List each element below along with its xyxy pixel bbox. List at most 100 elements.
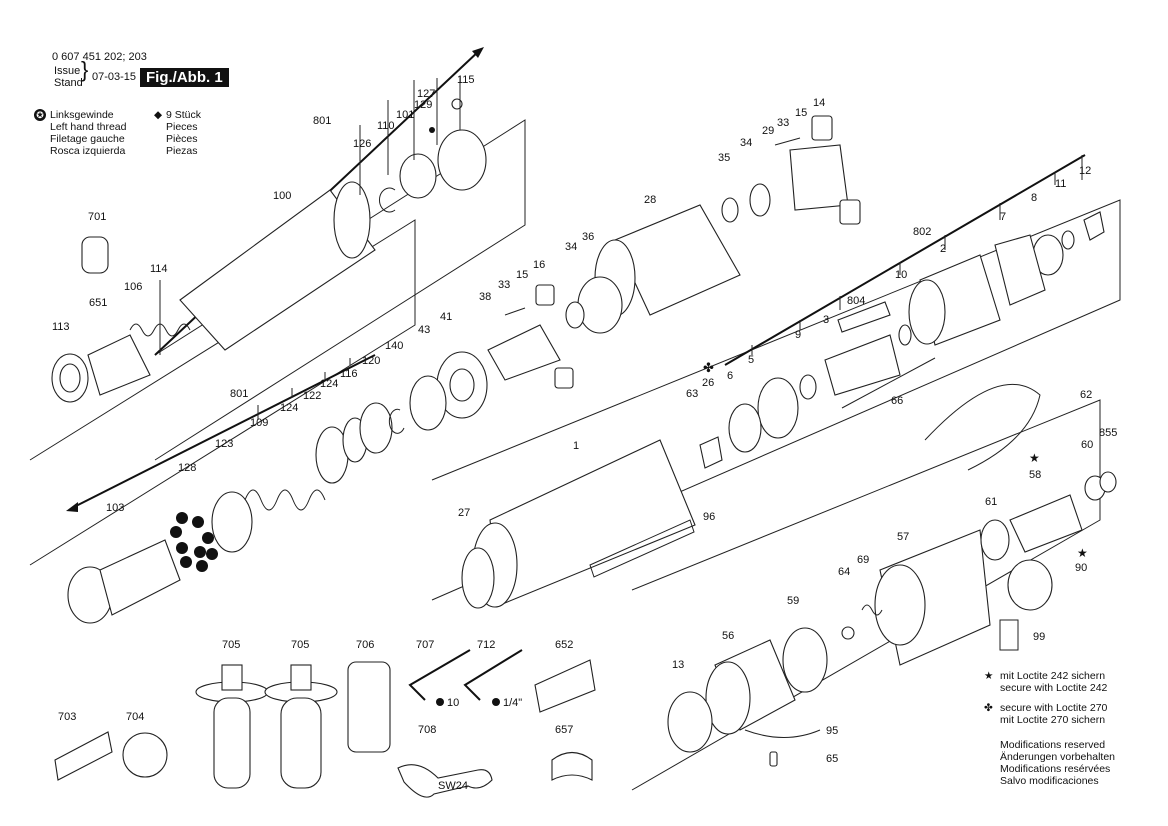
callout-57: 57	[897, 531, 909, 543]
part-651	[87, 334, 151, 396]
callout-96: 96	[703, 511, 715, 523]
figure-label: Fig./Abb. 1	[140, 68, 229, 87]
callout-61: 61	[985, 496, 997, 508]
legend-left-3: Rosca izquierda	[50, 145, 126, 157]
part-704	[122, 732, 168, 778]
part-657	[551, 751, 593, 781]
part-12	[1083, 211, 1105, 241]
part-706	[347, 661, 391, 753]
callout-712: 712	[477, 639, 495, 651]
callout-804: 804	[847, 295, 865, 307]
callout-113: 113	[52, 321, 70, 333]
hex-dot-icon	[492, 698, 500, 706]
callout-56: 56	[722, 630, 734, 642]
part-701	[81, 236, 109, 274]
mod-0: Modifications reserved	[1000, 739, 1106, 751]
legend-left-hand-thread: ✪ Linksgewinde Left hand thread Filetage…	[34, 109, 126, 157]
callout-801b: 801	[230, 388, 248, 400]
callout-90: 90	[1075, 562, 1087, 574]
callout-120: 120	[362, 355, 380, 367]
part-9	[799, 374, 817, 400]
part-126	[378, 187, 396, 213]
callout-15a: 15	[795, 107, 807, 119]
part-96	[589, 519, 695, 578]
callout-657: 657	[555, 724, 573, 736]
part-129	[429, 127, 435, 133]
part-35	[721, 197, 739, 223]
callout-110: 110	[377, 120, 395, 132]
mod-2: Modifications resérvées	[1000, 763, 1111, 775]
motor-assembly	[699, 211, 1105, 471]
callout-9: 9	[795, 329, 801, 341]
legend-pieces: ◆ 9 Stück Pieces Pièces Piezas	[154, 109, 202, 157]
callout-704: 704	[126, 711, 144, 723]
note-242-0: mit Loctite 242 sichern	[1000, 670, 1106, 682]
part-58	[1009, 494, 1083, 553]
part-109	[244, 489, 326, 511]
accessories	[54, 649, 596, 798]
callout-16: 16	[533, 259, 545, 271]
part-38	[487, 324, 561, 381]
callout-703: 703	[58, 711, 76, 723]
callout-129: 129	[414, 99, 432, 111]
stand-label: Stand	[54, 77, 83, 89]
hex-dot-icon	[436, 698, 444, 706]
part-26	[699, 436, 723, 469]
callout-124b: 124	[280, 402, 298, 414]
callout-60: 60	[1081, 439, 1093, 451]
issue-date: 07-03-15	[92, 71, 137, 83]
callout-705b: 705	[291, 639, 309, 651]
legend-right-0: 9 Stück	[166, 109, 202, 121]
note-270-1: mit Loctite 270 sichern	[1000, 714, 1106, 726]
callout-11: 11	[1055, 178, 1066, 190]
callout-28: 28	[644, 194, 656, 206]
callout-127: 127	[417, 88, 435, 100]
callout-64: 64	[838, 566, 850, 578]
part-100	[179, 189, 376, 351]
callout-100: 100	[273, 190, 291, 202]
callout-115: 115	[457, 74, 475, 86]
part-90	[1007, 559, 1053, 611]
spindle-assembly	[67, 402, 405, 624]
legend-left-1: Left hand thread	[50, 121, 127, 133]
mod-1: Änderungen vorbehalten	[1000, 751, 1116, 763]
part-99	[999, 619, 1019, 651]
part-43	[409, 375, 447, 431]
part-28	[614, 204, 741, 316]
part-707	[408, 649, 471, 701]
callout-36: 36	[582, 231, 594, 243]
note-loctite242: ★ mit Loctite 242 sichern secure with Lo…	[984, 670, 1107, 694]
brace: }	[81, 57, 89, 82]
part-120	[359, 402, 393, 454]
callout-69: 69	[857, 554, 869, 566]
housing-1	[461, 439, 696, 609]
callout-34b: 34	[565, 241, 577, 253]
angle-head	[667, 471, 1117, 767]
left-hand-thread-icon: ✪	[34, 109, 46, 121]
callout-707: 707	[416, 639, 434, 651]
legend-right-1: Pieces	[166, 121, 198, 133]
top-assembly	[51, 98, 487, 403]
part-10	[898, 324, 912, 346]
callout-3: 3	[823, 314, 829, 326]
callout-701: 701	[88, 211, 106, 223]
callout-5: 5	[748, 354, 754, 366]
legend-right-2: Pièces	[166, 133, 198, 145]
clover-icon: ✤	[984, 702, 993, 714]
part-33b	[504, 307, 526, 316]
part-7	[994, 234, 1046, 306]
callout-15b: 15	[516, 269, 528, 281]
size-10-label: 10	[447, 697, 459, 709]
callout-66: 66	[891, 395, 903, 407]
legend-right-3: Piezas	[166, 145, 198, 157]
callout-109: 109	[250, 417, 268, 429]
doc-number: 0 607 451 202; 203	[52, 51, 147, 63]
callout-12: 12	[1079, 165, 1091, 177]
callout-27: 27	[458, 507, 470, 519]
part-5	[757, 377, 799, 439]
callout-43: 43	[418, 324, 430, 336]
part-13	[667, 691, 713, 753]
callout-128: 128	[178, 462, 196, 474]
callout-705a: 705	[222, 639, 240, 651]
